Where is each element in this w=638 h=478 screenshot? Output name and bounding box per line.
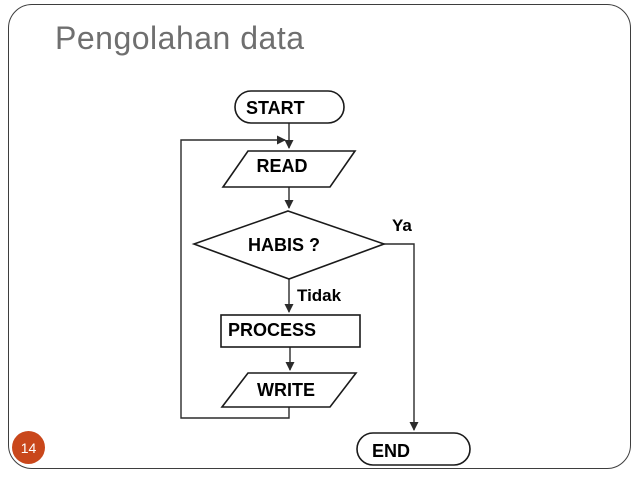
start-label: START <box>246 98 305 118</box>
decision-node <box>191 210 387 280</box>
read-label: READ <box>256 156 307 176</box>
branch-label-yes: Ya <box>392 216 412 235</box>
end-label: END <box>372 441 410 461</box>
end-node <box>356 432 471 466</box>
read-node <box>221 150 357 188</box>
branch-label-no: Tidak <box>297 286 342 305</box>
slide-title: Pengolahan data <box>55 20 305 56</box>
page-number-badge: 14 <box>12 431 45 464</box>
write-label: WRITE <box>257 380 315 400</box>
page-number: 14 <box>20 439 37 456</box>
write-node <box>220 372 358 408</box>
process-node <box>220 314 361 348</box>
start-node <box>234 90 345 124</box>
decision-label: HABIS ? <box>248 235 320 255</box>
process-label: PROCESS <box>228 320 316 340</box>
edge-loop-write-to-read <box>180 135 290 419</box>
edge-decision-yes-to-end <box>383 243 419 431</box>
